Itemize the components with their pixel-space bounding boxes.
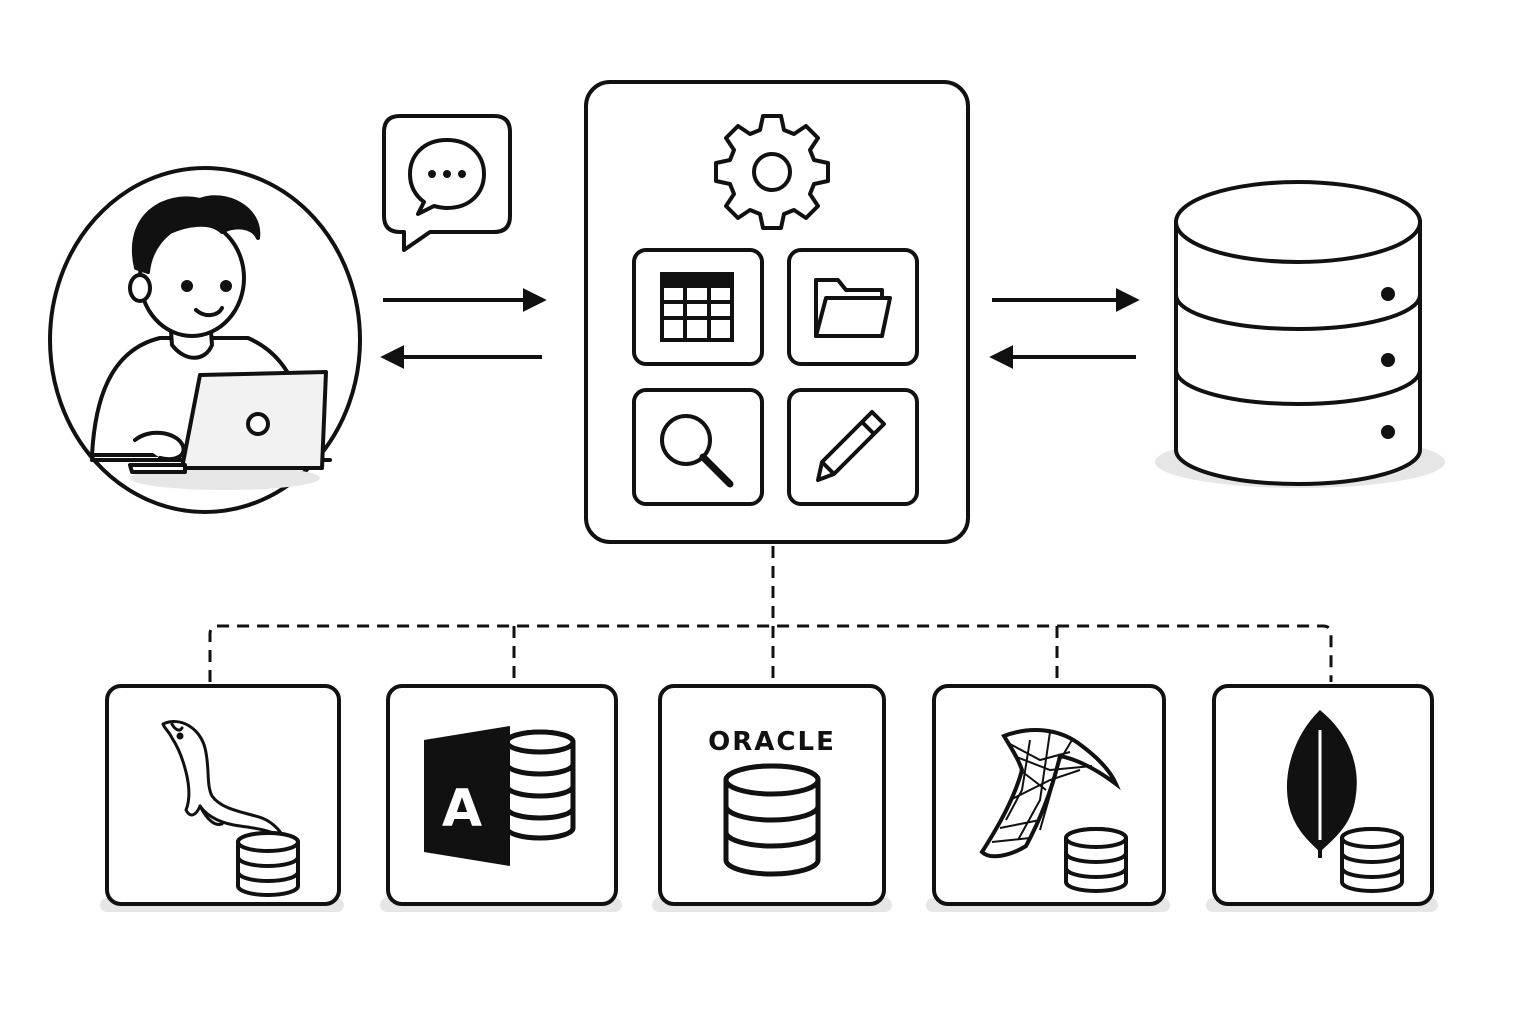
gear-icon bbox=[714, 114, 830, 230]
tile-search[interactable] bbox=[632, 388, 764, 506]
folder-icon bbox=[814, 278, 892, 338]
engine-card-mongodb[interactable] bbox=[1206, 684, 1438, 912]
tile-edit[interactable] bbox=[787, 388, 919, 506]
tile-folder[interactable] bbox=[787, 248, 919, 366]
user-avatar bbox=[48, 166, 362, 514]
edit-pencil-icon bbox=[816, 410, 886, 482]
oracle-logo-text: ORACLE bbox=[708, 727, 836, 757]
database-server-icon bbox=[1155, 180, 1445, 488]
access-logo-letter: A bbox=[442, 779, 482, 839]
ms-access-icon: A bbox=[424, 726, 576, 866]
engine-card-mysql[interactable] bbox=[100, 684, 344, 912]
sql-server-icon bbox=[979, 728, 1121, 859]
user-at-laptop-icon bbox=[90, 195, 332, 474]
dashed-connectors bbox=[208, 546, 1333, 682]
engine-card-sql-server[interactable] bbox=[926, 684, 1170, 912]
app-panel bbox=[584, 80, 970, 544]
oracle-icon: ORACLE bbox=[708, 727, 836, 877]
engine-card-oracle[interactable]: ORACLE bbox=[652, 684, 892, 912]
chat-bubble-icon bbox=[382, 114, 512, 252]
engine-card-ms-access[interactable]: A bbox=[380, 684, 622, 912]
table-icon bbox=[660, 272, 734, 342]
mysql-dolphin-icon bbox=[161, 720, 286, 840]
search-icon bbox=[660, 414, 734, 488]
tile-table[interactable] bbox=[632, 248, 764, 366]
mongodb-leaf-icon bbox=[1286, 709, 1357, 858]
